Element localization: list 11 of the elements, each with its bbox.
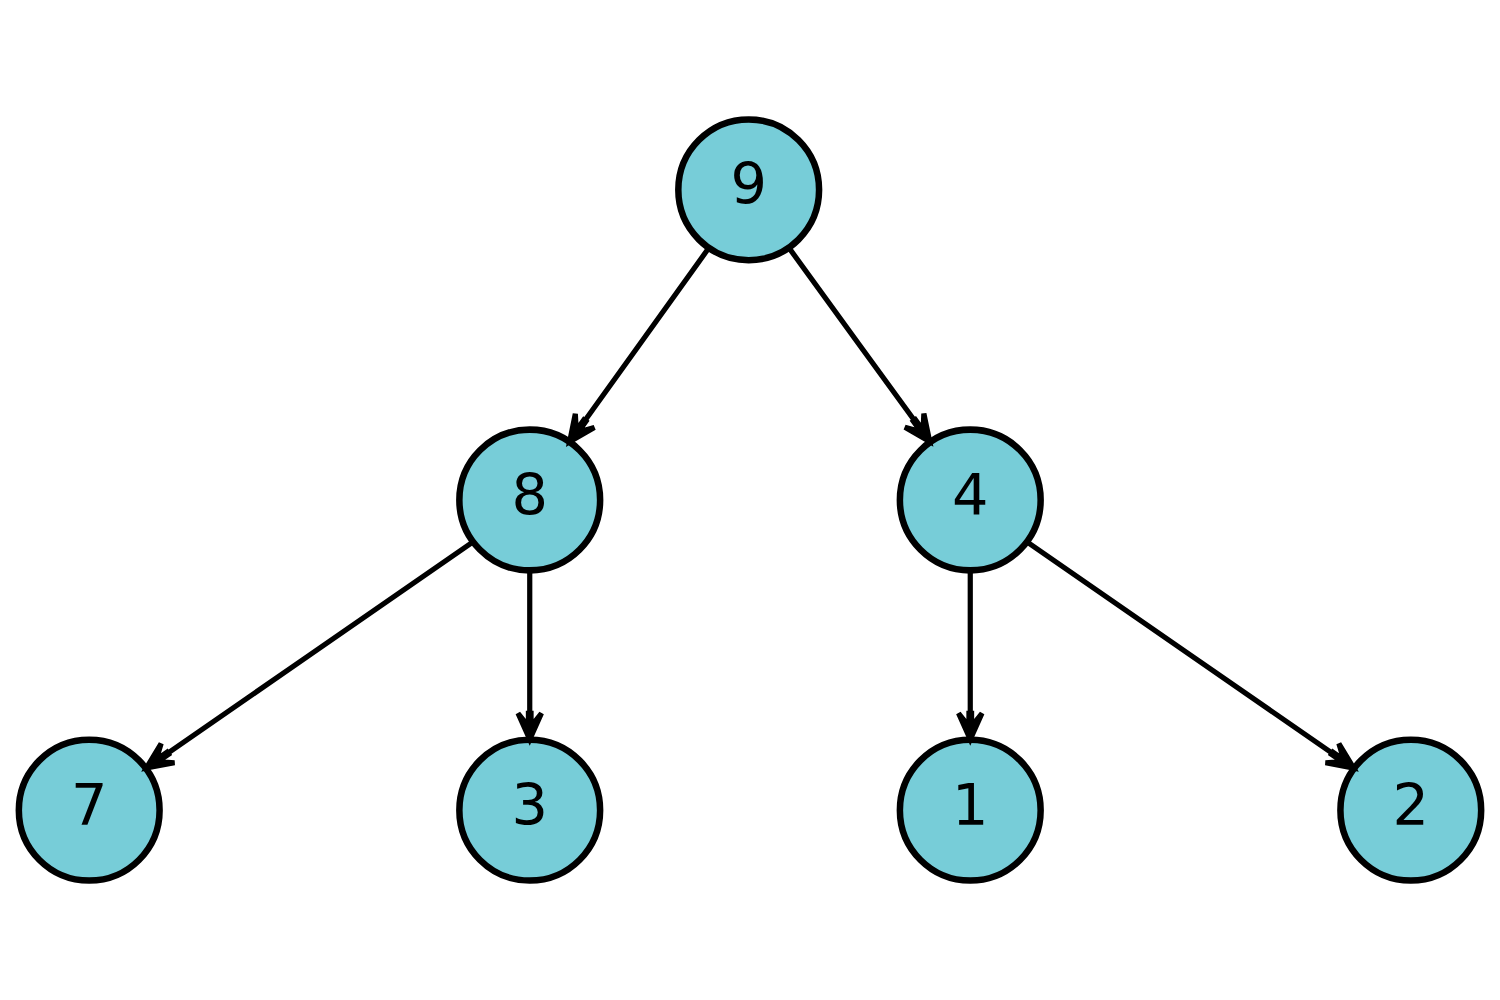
node-circle: 1 xyxy=(896,736,1044,884)
node-circle: 8 xyxy=(456,426,604,574)
arrow xyxy=(567,246,711,445)
node-circle: 9 xyxy=(675,116,823,264)
arrow xyxy=(1025,539,1357,771)
node-circle: 7 xyxy=(15,736,163,884)
node-circle: 3 xyxy=(456,736,604,884)
arrow xyxy=(143,539,475,771)
node-circle: 2 xyxy=(1337,736,1485,884)
arrow xyxy=(786,246,933,445)
node-circle: 4 xyxy=(896,426,1044,574)
